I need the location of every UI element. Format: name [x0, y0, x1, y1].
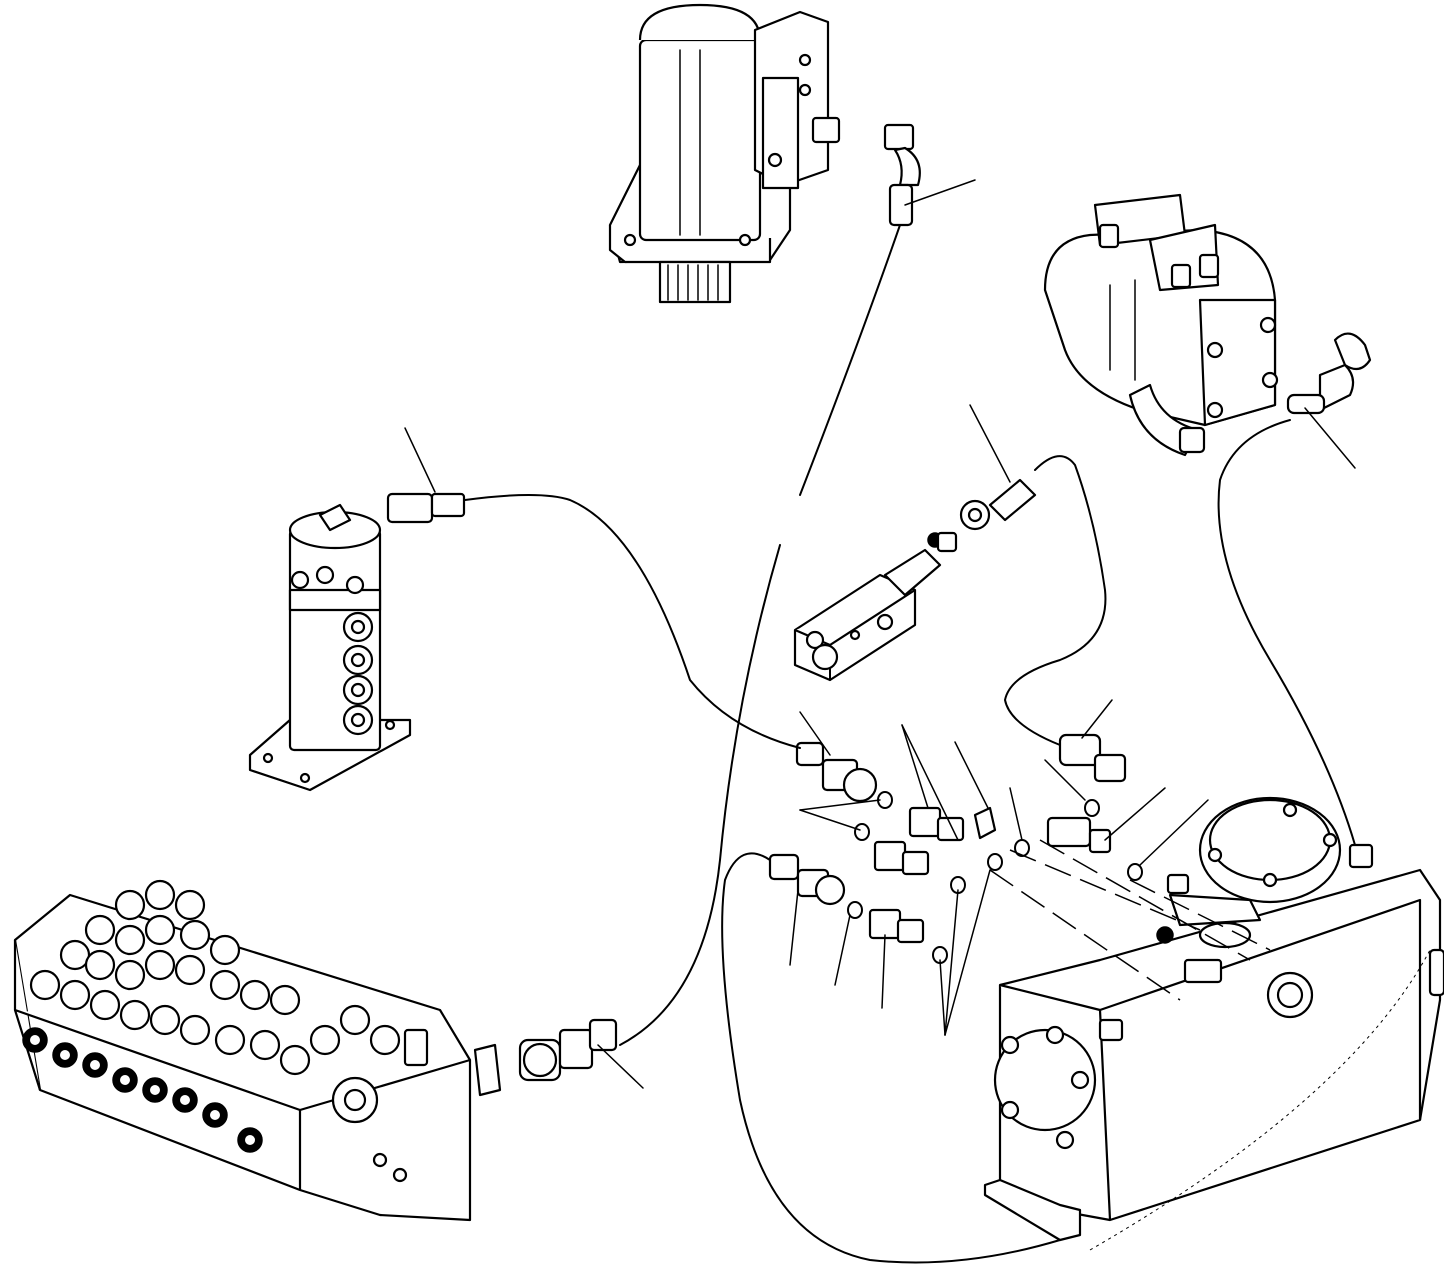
control-valve-bank — [13, 879, 502, 1222]
hydraulic-pump — [1043, 193, 1372, 457]
leader-lines — [404, 179, 1356, 1089]
solenoid-valve-block — [793, 478, 1037, 682]
swivel-joint — [248, 492, 466, 792]
center-lines — [989, 839, 1271, 1001]
valve-port-grid — [29, 879, 401, 1076]
travel-motor — [608, 3, 921, 304]
hydraulic-tank — [983, 796, 1444, 1251]
fittings-and-o-rings — [518, 733, 1143, 1082]
valve-end-caps — [22, 1027, 263, 1153]
hose-lines — [464, 224, 1356, 1264]
